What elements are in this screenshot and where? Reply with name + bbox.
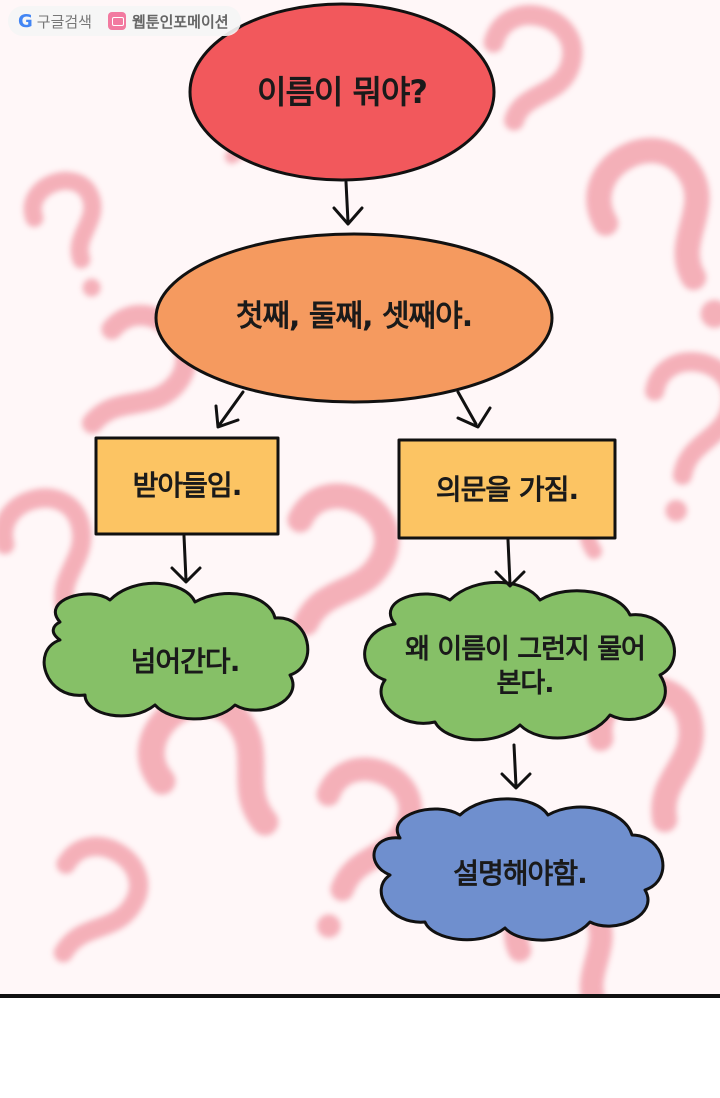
comic-panel: 이름이 뭐야? 첫째, 둘째, 셋째야. 받아들임. 의문을 가짐. 넘어간다.…	[0, 2, 720, 995]
arrow-cloud-to-final	[500, 743, 532, 790]
arrow-level2-to-right	[456, 390, 492, 429]
result-left-label: 넘어간다.	[130, 645, 241, 678]
branch-left-label: 받아들임.	[132, 469, 243, 502]
site-name: 웹툰인포메이션	[131, 12, 229, 31]
level2-node	[154, 232, 554, 404]
root-node	[188, 2, 496, 182]
arrow-right-box-to-cloud	[494, 538, 526, 588]
question-mark-icon	[586, 137, 720, 328]
question-mark-icon	[137, 688, 279, 836]
question-mark-icon	[23, 171, 102, 297]
arrow-level2-to-left	[214, 390, 245, 429]
branch-right-label: 의문을 가짐.	[435, 473, 579, 506]
question-mark-icon	[81, 305, 197, 434]
root-label: 이름이 뭐야?	[257, 73, 428, 111]
result-right-cloud	[363, 580, 676, 742]
branch-left-box	[94, 436, 280, 536]
question-mark-icon	[483, 5, 583, 131]
question-mark-icon	[287, 483, 400, 636]
question-mark-icon	[53, 836, 149, 963]
webtoon-app-icon	[107, 12, 126, 30]
google-g-icon: G	[18, 10, 33, 32]
panel-border	[0, 994, 720, 998]
arrow-left-box-to-cloud	[170, 534, 202, 584]
result-left-cloud	[42, 581, 310, 721]
level2-label: 첫째, 둘째, 셋째야.	[235, 299, 473, 334]
final-label: 설명해야함.	[453, 857, 587, 890]
final-cloud	[372, 797, 665, 942]
flowchart	[42, 2, 676, 942]
search-label: 구글검색	[36, 12, 92, 31]
result-right-label: 왜 이름이 그런지 물어본다.	[405, 634, 646, 699]
watermark-badge: G 구글검색 웹툰인포메이션	[8, 6, 241, 36]
question-mark-icon	[645, 352, 720, 522]
arrow-root-to-level2	[332, 180, 364, 226]
branch-right-box	[397, 438, 617, 540]
